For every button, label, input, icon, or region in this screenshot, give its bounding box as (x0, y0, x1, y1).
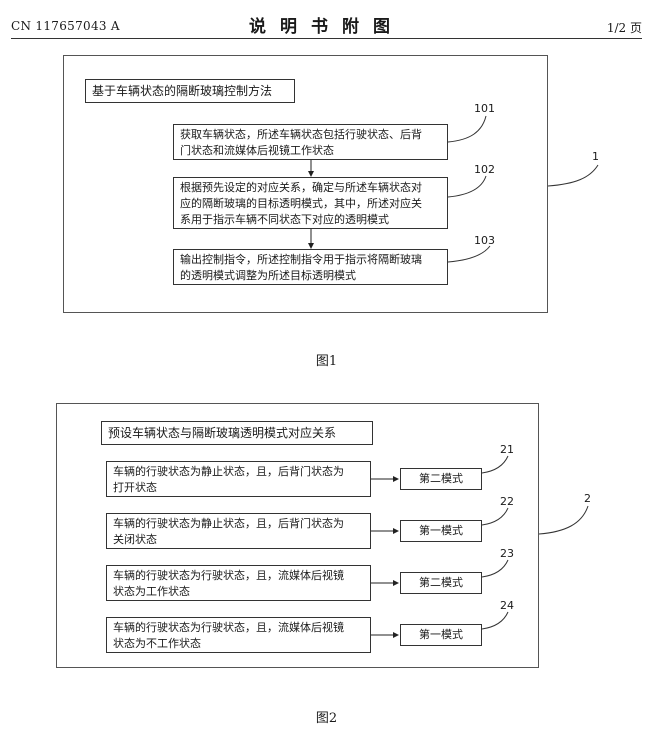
row-24-line2: 状态为不工作状态 (113, 637, 201, 650)
row-21-line1: 车辆的行驶状态为静止状态，且，后背门状态为 (113, 465, 344, 478)
step-101-line2: 门状态和流媒体后视镜工作状态 (180, 144, 334, 157)
page-title: 说明书附图 (249, 17, 404, 37)
label-101: 101 (474, 102, 495, 115)
leader-1 (547, 164, 599, 187)
leader-102 (447, 175, 487, 198)
step-101-box: 获取车辆状态，所述车辆状态包括行驶状态、后背 门状态和流媒体后视镜工作状态 (173, 124, 448, 160)
row-24-mode: 第一模式 (400, 624, 482, 646)
figure1-caption: 图1 (315, 354, 338, 369)
figure1-frame (63, 55, 548, 313)
leader-103 (447, 245, 491, 263)
label-102: 102 (474, 163, 495, 176)
row-22-line1: 车辆的行驶状态为静止状态，且，后背门状态为 (113, 517, 344, 530)
row-23-line2: 状态为工作状态 (113, 585, 190, 598)
row-22-box: 车辆的行驶状态为静止状态，且，后背门状态为 关闭状态 (106, 513, 371, 549)
header-rule (11, 38, 642, 39)
label-24: 24 (500, 599, 514, 612)
label-22: 22 (500, 495, 514, 508)
leader-22 (481, 507, 509, 526)
leader-23 (481, 559, 509, 578)
row-23-line1: 车辆的行驶状态为行驶状态，且，流媒体后视镜 (113, 569, 344, 582)
step-102-box: 根据预先设定的对应关系，确定与所述车辆状态对 应的隔断玻璃的目标透明模式，其中，… (173, 177, 448, 229)
label-23: 23 (500, 547, 514, 560)
label-ref-1: 1 (592, 150, 599, 163)
figure2-caption: 图2 (315, 711, 338, 726)
row-21-line2: 打开状态 (113, 481, 157, 494)
leader-2 (538, 505, 589, 535)
step-102-line2: 应的隔断玻璃的目标透明模式，其中，所述对应关 (180, 197, 422, 210)
row-22-mode: 第一模式 (400, 520, 482, 542)
patent-number: CN 117657043 A (11, 19, 120, 33)
step-102-line1: 根据预先设定的对应关系，确定与所述车辆状态对 (180, 181, 422, 194)
leader-101 (447, 115, 487, 143)
figure2-title: 预设车辆状态与隔断玻璃透明模式对应关系 (101, 421, 373, 445)
figure1-title: 基于车辆状态的隔断玻璃控制方法 (85, 79, 295, 103)
leader-24 (481, 611, 509, 630)
row-22-line2: 关闭状态 (113, 533, 157, 546)
step-103-line2: 的透明模式调整为所述目标透明模式 (180, 269, 356, 282)
label-21: 21 (500, 443, 514, 456)
step-102-line3: 系用于指示车辆不同状态下对应的透明模式 (180, 213, 389, 226)
row-23-box: 车辆的行驶状态为行驶状态，且，流媒体后视镜 状态为工作状态 (106, 565, 371, 601)
row-24-box: 车辆的行驶状态为行驶状态，且，流媒体后视镜 状态为不工作状态 (106, 617, 371, 653)
row-24-line1: 车辆的行驶状态为行驶状态，且，流媒体后视镜 (113, 621, 344, 634)
row-21-box: 车辆的行驶状态为静止状态，且，后背门状态为 打开状态 (106, 461, 371, 497)
row-21-mode: 第二模式 (400, 468, 482, 490)
step-103-line1: 输出控制指令，所述控制指令用于指示将隔断玻璃 (180, 253, 422, 266)
step-101-line1: 获取车辆状态，所述车辆状态包括行驶状态、后背 (180, 128, 422, 141)
label-103: 103 (474, 234, 495, 247)
label-ref-2: 2 (584, 492, 591, 505)
row-23-mode: 第二模式 (400, 572, 482, 594)
step-103-box: 输出控制指令，所述控制指令用于指示将隔断玻璃 的透明模式调整为所述目标透明模式 (173, 249, 448, 285)
page-number: 1/2 页 (606, 21, 642, 35)
leader-21 (481, 455, 509, 474)
figure2-frame (56, 403, 539, 668)
